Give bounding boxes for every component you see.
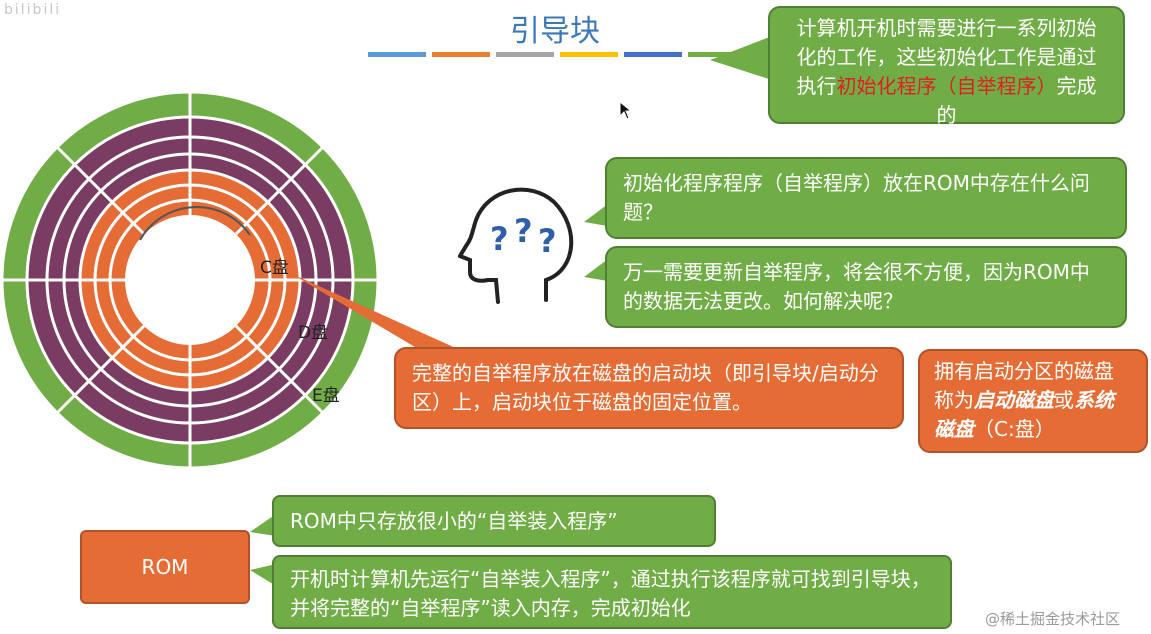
bootstrap-program-highlight: 初始化程序（自举程序） xyxy=(836,74,1057,98)
svg-text:?: ? xyxy=(514,212,533,250)
boot-block-arc xyxy=(139,206,251,241)
rom-boot-bubble: 开机时计算机先运行“自举装入程序”，通过执行该程序就可找到引导块，并将完整的“自… xyxy=(272,555,952,629)
rom-small-bubble-tail xyxy=(250,514,276,536)
svg-text:?: ? xyxy=(538,222,557,260)
rom-boot-bubble-tail xyxy=(250,564,276,586)
color-bar-segment xyxy=(560,52,618,57)
color-bar-segment xyxy=(496,52,554,57)
color-bar-segment xyxy=(624,52,682,57)
boot-disk-note: （C:盘） xyxy=(974,417,1055,441)
boot-disk-or: 或 xyxy=(1054,388,1074,412)
watermark: @稀土掘金技术社区 xyxy=(985,610,1121,628)
question1-bubble: 初始化程序程序（自举程序）放在ROM中存在什么问题？ xyxy=(605,157,1127,239)
boot-disk-bubble: 拥有启动分区的磁盘称为启动磁盘或系统磁盘（C:盘） xyxy=(918,349,1148,453)
disk-hub xyxy=(125,215,255,345)
system-disk-term: 系统磁盘 xyxy=(934,388,1114,441)
bilibili-logo: bilibili xyxy=(4,2,62,18)
boot-disk-term: 启动磁盘 xyxy=(974,388,1054,412)
disk-c-label: C盘 xyxy=(260,258,289,278)
question2-bubble-tail xyxy=(584,259,608,281)
disk-diagram xyxy=(0,90,380,470)
intro-text: 计算机开机时需要进行一系列初始化的工作，这些初始化工作是通过执行 xyxy=(796,16,1097,98)
color-bar-segment xyxy=(368,52,426,57)
boot-disk-text: 拥有启动分区的磁盘称为 xyxy=(934,359,1114,412)
question2-bubble: 万一需要更新自举程序，将会很不方便，因为ROM中的数据无法更改。如何解决呢？ xyxy=(605,246,1127,328)
color-bar-segment xyxy=(688,52,746,57)
page-title: 引导块 xyxy=(510,14,600,49)
question1-bubble-tail xyxy=(584,204,608,226)
intro-bubble-tail xyxy=(710,36,772,80)
head-question-icon: ? ? ? xyxy=(458,187,574,304)
svg-text:?: ? xyxy=(490,220,509,258)
intro-text-end: 完成的 xyxy=(936,74,1097,127)
boot-block-bubble: 完整的自举程序放在磁盘的启动块（即引导块/启动分区）上，启动块位于磁盘的固定位置… xyxy=(394,347,904,429)
rom-box: ROM xyxy=(80,530,250,604)
disk-d-label: D盘 xyxy=(298,323,329,343)
mouse-cursor-icon xyxy=(619,101,633,120)
disk-e-label: E盘 xyxy=(312,386,340,406)
rom-small-bubble: ROM中只存放很小的“自举装入程序” xyxy=(272,495,716,547)
disk-sector-lines xyxy=(2,92,378,468)
color-bar-segment xyxy=(432,52,490,57)
intro-bubble: 计算机开机时需要进行一系列初始化的工作，这些初始化工作是通过执行初始化程序（自举… xyxy=(768,6,1125,127)
